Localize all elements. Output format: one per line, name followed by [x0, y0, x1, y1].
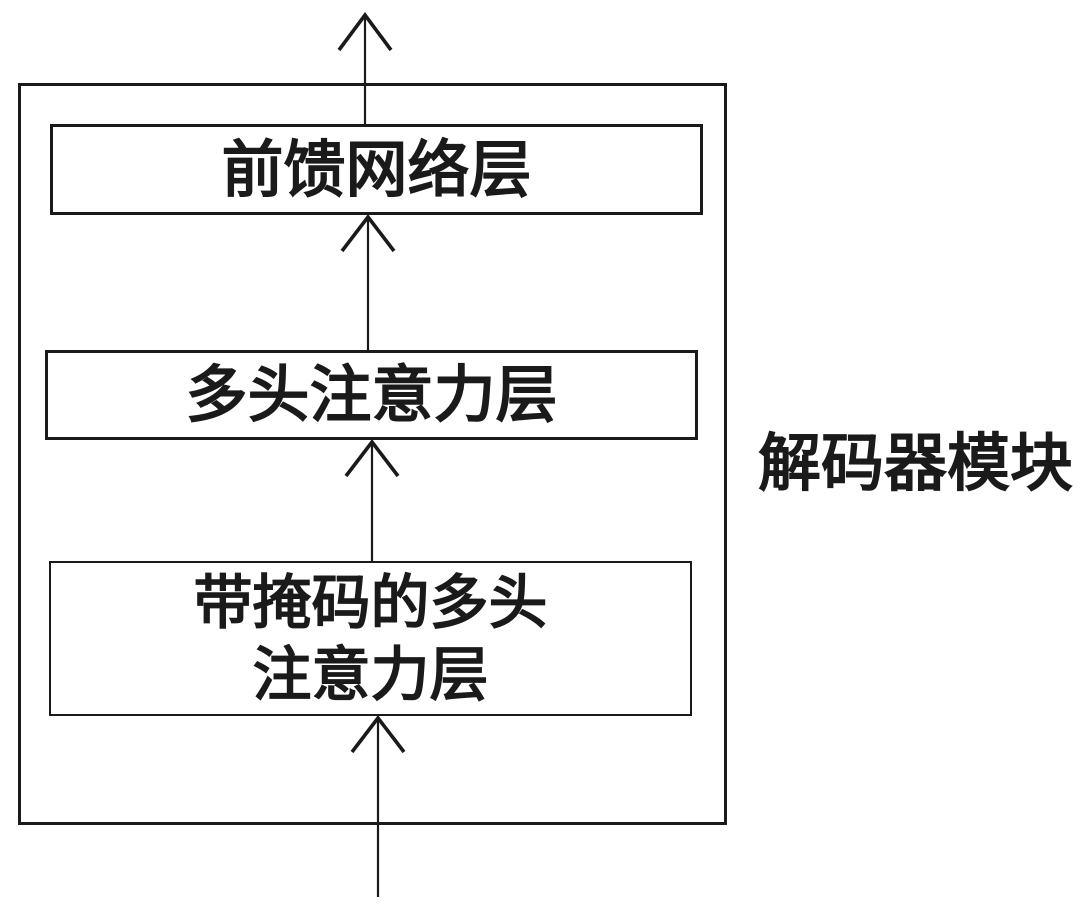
multi-head-attention-layer-label: 多头注意力层 [185, 358, 558, 432]
masked-multi-head-attention-layer-box: 带掩码的多头 注意力层 [49, 561, 692, 716]
decoder-module-label: 解码器模块 [758, 427, 1073, 500]
arrow-mha-to-feed-forward [340, 214, 396, 352]
arrow-decoder-input [350, 715, 406, 897]
feed-forward-layer-label: 前馈网络层 [221, 132, 532, 206]
arrow-head-icon [337, 11, 393, 52]
masked-multi-head-attention-layer-label-line1: 带掩码的多头 [193, 567, 548, 637]
arrow-decoder-output [337, 11, 393, 126]
arrow-masked-mha-to-mha [344, 439, 400, 563]
decoder-module-outline [18, 83, 727, 825]
arrow-head-icon [344, 439, 400, 478]
arrow-head-icon [350, 715, 406, 754]
multi-head-attention-layer-box: 多头注意力层 [45, 350, 698, 440]
feed-forward-layer-box: 前馈网络层 [50, 124, 703, 215]
masked-multi-head-attention-layer-label-line2: 注意力层 [252, 639, 489, 709]
arrow-head-icon [340, 214, 396, 253]
